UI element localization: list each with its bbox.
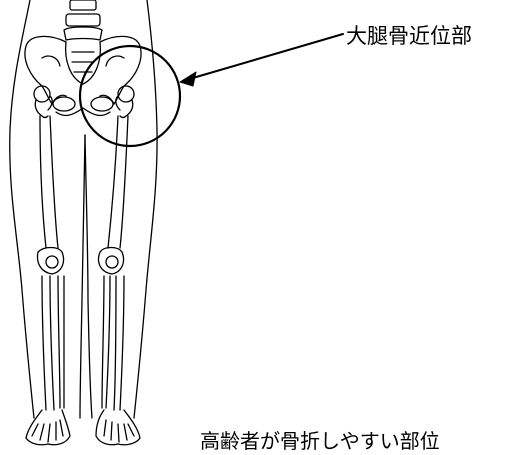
diagram-caption: 高齢者が骨折しやすい部位 (200, 425, 440, 454)
femur-left (99, 86, 135, 274)
callout-arrow-line (186, 34, 343, 80)
spine (64, 0, 102, 40)
body-outline (10, 0, 157, 418)
feet (26, 410, 140, 445)
proximal-femur-highlight-circle (80, 46, 180, 146)
lower-legs (42, 276, 124, 410)
callout-arrowhead (180, 72, 196, 86)
callout-label: 大腿骨近位部 (346, 20, 472, 50)
